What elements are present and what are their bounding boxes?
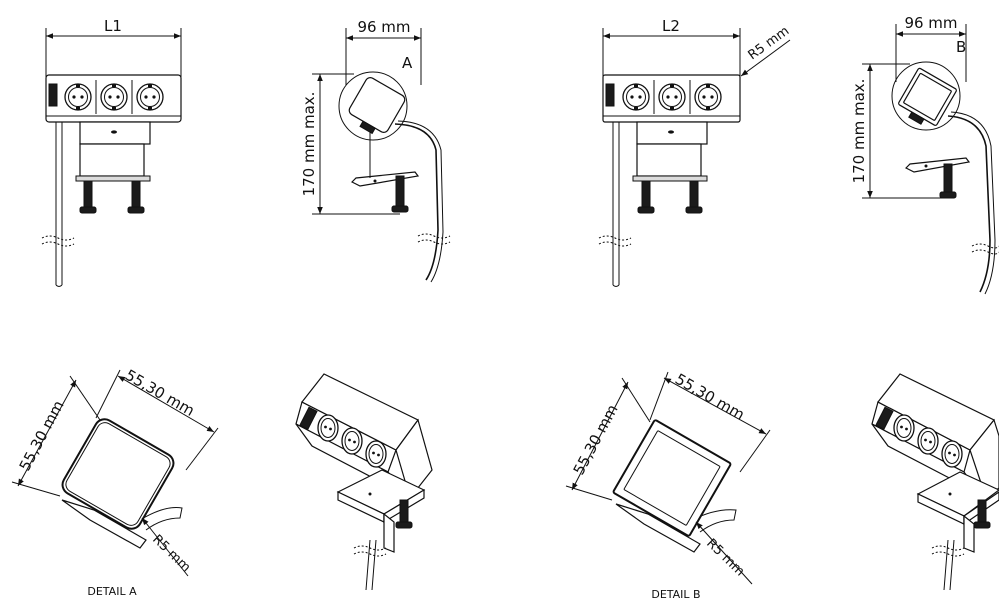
detail-a-dim-width: 55,30 mm [122,366,198,420]
front-view-2-width-label: L2 [662,17,680,35]
detail-a: 55,30 mm 55,30 mm R5 mm DETAIL A [11,366,219,598]
detail-b: 55,30 mm 55,30 mm R5 mm DETAIL B [565,370,771,600]
front-view-2: L2 R5 mm [598,17,792,287]
detail-b-radius-label: R5 mm [703,536,747,579]
side-view-2-detail-marker: B [956,38,966,56]
detail-b-dim-width: 55,30 mm [672,370,748,424]
front-view-1: L1 [41,17,182,287]
isometric-view-1 [295,373,433,591]
detail-a-caption: DETAIL A [87,585,137,598]
side-view-1-width-label: 96 mm [357,18,410,36]
detail-b-caption: DETAIL B [651,588,700,600]
side-view-2-width-label: 96 mm [904,14,957,32]
detail-a-radius-label: R5 mm [149,532,193,575]
front-view-1-width-label: L1 [104,17,122,35]
side-view-1-height-label: 170 mm max. [300,92,318,197]
side-view-2: 96 mm 170 mm max. B [850,14,999,295]
detail-a-dim-height: 55,30 mm [16,397,68,473]
side-view-2-height-label: 170 mm max. [850,79,868,184]
detail-b-dim-height: 55,30 mm [570,401,622,477]
isometric-view-2 [871,373,999,591]
side-view-1-detail-marker: A [402,54,413,72]
side-view-1: 96 mm 170 mm max. A [300,18,451,283]
